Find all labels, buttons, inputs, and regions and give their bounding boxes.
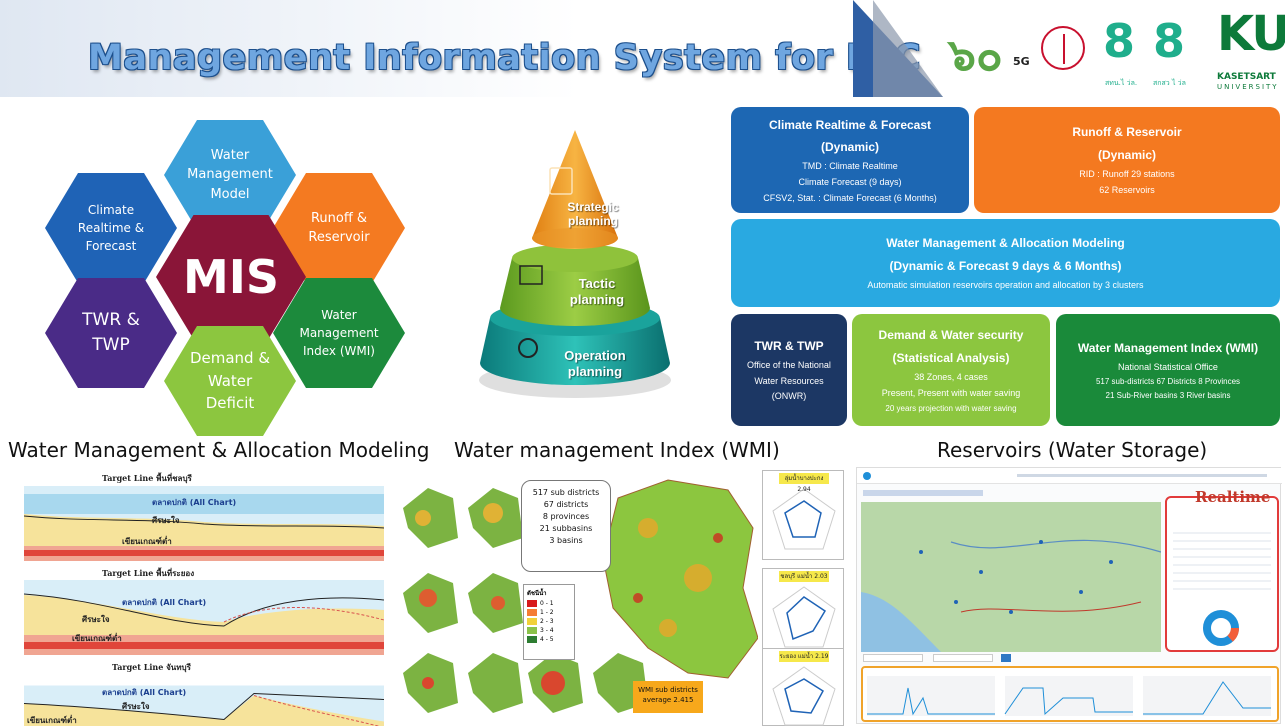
tsri-logo-icon-2: 8 xyxy=(1153,14,1186,68)
logo-sub-2: สกสว ไ ว่ล xyxy=(1153,79,1186,87)
chart3-low-label: เขียนเกณฑ์ต่ำ xyxy=(27,716,77,725)
gear-icon xyxy=(518,338,538,358)
box-wmi: Water Management Index (WMI) National St… xyxy=(1056,314,1280,426)
radar-card-1: ลุ่มน้ำบางปะกง 2.94 xyxy=(762,470,844,560)
chart1-title: Target Line พื้นที่ชลบุรี xyxy=(102,473,192,483)
hex-wmi: Water Management Index (WMI) xyxy=(273,278,405,388)
kasetsart-text: KASETSART xyxy=(1217,72,1276,82)
pyramid-operation: Operation planning xyxy=(564,348,626,379)
box-demand: Demand & Water security (Statistical Ana… xyxy=(852,314,1050,426)
box-runoff: Runoff & Reservoir (Dynamic) RID : Runof… xyxy=(974,107,1280,213)
grey-triangle-decoration xyxy=(873,0,943,97)
logo-sub-1: สทน.ไ ว่ล. xyxy=(1105,79,1138,87)
box-climate: Climate Realtime & Forecast (Dynamic) TM… xyxy=(731,107,969,213)
chart1-low-label: เขียนเกณฑ์ต่ำ xyxy=(122,537,172,546)
target-line-charts: Target Line พื้นที่ชลบุรี ตลาดปกติ (All … xyxy=(2,468,388,726)
radar-chart-2 xyxy=(772,586,836,648)
search-button[interactable] xyxy=(1001,654,1011,662)
chart3-title: Target Line จันทบุรี xyxy=(112,662,191,672)
tsri-logo-icon: 8 xyxy=(1103,14,1136,68)
chart2-normal-label: ศีรษะใจ xyxy=(82,615,110,624)
app-logo-icon xyxy=(863,472,871,480)
chart3-all-chart-label: ตลาดปกติ (All Chart) xyxy=(102,688,187,697)
university-text: UNIVERSITY xyxy=(1217,83,1279,91)
section-wmi-heading: Water management Index (WMI) xyxy=(454,438,780,462)
target-chart-3 xyxy=(24,685,384,726)
page-title: Management Information System for EEC xyxy=(88,38,921,78)
chart1-all-chart-label: ตลาดปกติ (All Chart) xyxy=(152,498,237,507)
wmi-summary-box: 517 sub districts 67 districts 8 provinc… xyxy=(521,480,611,572)
header-banner: Management Information System for EEC ๖๐… xyxy=(0,0,1285,97)
reservoir-dashboard xyxy=(856,467,1282,724)
wmi-legend: ดัชนีน้ำ 0 - 1 1 - 2 2 - 3 3 - 4 4 - 5 xyxy=(523,584,575,660)
radar-chart-1 xyxy=(772,488,836,550)
radar-chart-3 xyxy=(772,666,836,726)
dashboard-tabs[interactable] xyxy=(863,490,983,496)
nav-menu[interactable] xyxy=(1017,474,1267,477)
realtime-panel xyxy=(1165,496,1279,652)
chart3-normal-label: ศีรษะใจ xyxy=(122,702,150,711)
chart2-low-label: เขียนเกณฑ์ต่ำ xyxy=(72,634,122,643)
reservoir-donut-chart xyxy=(1203,610,1239,646)
ku-logo: KU xyxy=(1217,6,1285,62)
pyramid-tactic: Tactic planning xyxy=(569,276,625,307)
box-twr: TWR & TWP Office of the National Water R… xyxy=(731,314,847,426)
target-chart-1 xyxy=(24,486,384,561)
soundwave-logo-icon xyxy=(1041,26,1085,70)
dashboard-topbar xyxy=(857,468,1282,484)
hex-twr-twp: TWR & TWP xyxy=(45,278,177,388)
target-chart-2 xyxy=(24,580,384,655)
chart2-title: Target Line พื้นที่ระยอง xyxy=(102,568,195,578)
date-filter[interactable] xyxy=(863,654,1163,664)
realtime-heading: Realtime xyxy=(1195,488,1271,506)
pyramid-strategic: Strategic planning xyxy=(567,200,619,229)
planning-pyramid xyxy=(479,130,671,398)
anniversary-logo: ๖๐ xyxy=(948,30,1003,81)
hex-demand: Demand & Water Deficit xyxy=(164,326,296,436)
chart2-all-chart-label: ตลาดปกติ (All Chart) xyxy=(122,598,207,607)
section-reservoirs-heading: Reservoirs (Water Storage) xyxy=(937,438,1208,462)
wmi-province-maps xyxy=(403,479,758,713)
wmi-maps-panel: 517 sub districts 67 districts 8 provinc… xyxy=(398,468,758,726)
reservoir-map[interactable] xyxy=(861,502,1161,652)
radar-card-2: ชลบุรี แม่น้ำ 2.03 xyxy=(762,568,844,658)
realtime-table xyxy=(1173,526,1271,596)
hex-water-management-model: Water Management Model xyxy=(164,120,296,230)
presentation-icon xyxy=(519,265,543,285)
5g-logo-text: 5G xyxy=(1013,55,1030,68)
hex-climate: Climate Realtime & Forecast xyxy=(45,173,177,283)
section-modeling-heading: Water Management & Allocation Modeling xyxy=(8,438,430,462)
radar-card-3: ระยอง แม่น้ำ 2.19 xyxy=(762,648,844,726)
document-icon xyxy=(549,167,573,195)
chart1-normal-label: ศีรษะใจ xyxy=(152,516,180,525)
reservoir-timeseries-charts xyxy=(867,676,1271,716)
box-modeling: Water Management & Allocation Modeling (… xyxy=(731,219,1280,307)
reservoir-timeseries-panel xyxy=(861,666,1279,722)
logo-area: ๖๐ 5G 8 สทน.ไ ว่ล. 8 สกสว ไ ว่ล KU KASET… xyxy=(853,0,1285,97)
wmi-average-badge: WMI sub districts average 2.415 xyxy=(633,681,703,713)
